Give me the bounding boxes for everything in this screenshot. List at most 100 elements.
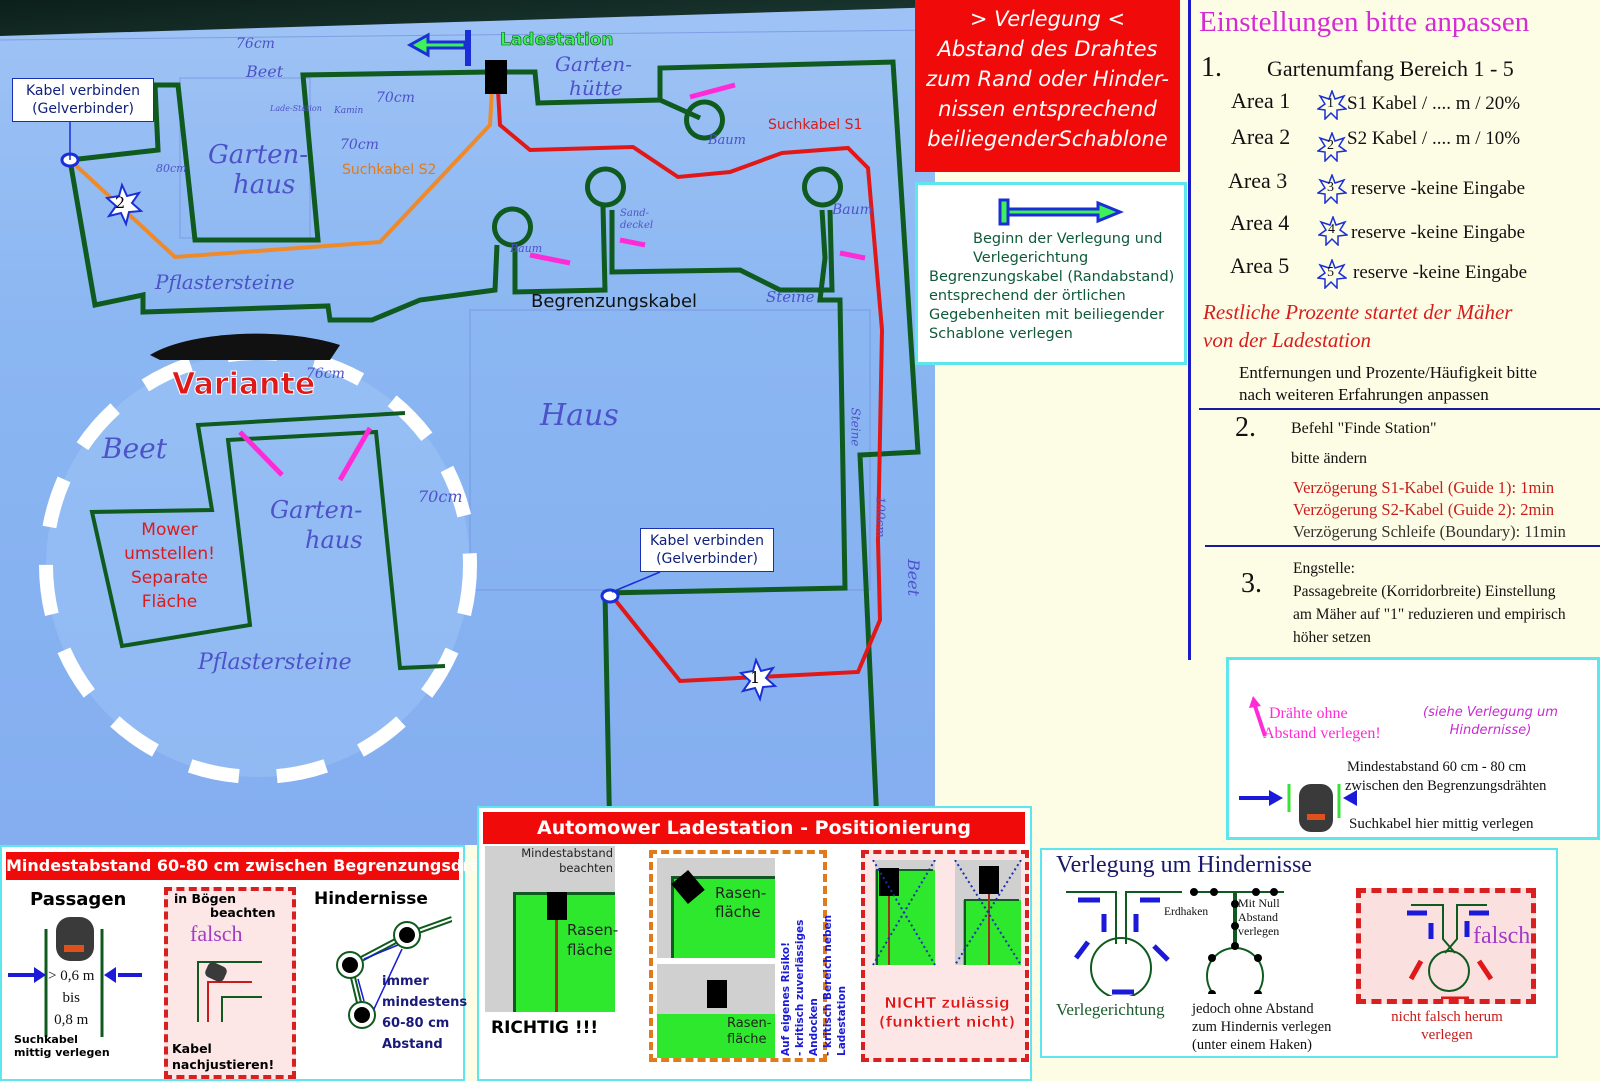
legend-line: Gegebenheiten mit beiliegender	[929, 307, 1165, 323]
area-text: S1 Kabel / .... m / 20%	[1347, 93, 1521, 114]
suchkabel-s1-label: Suchkabel S1	[768, 117, 863, 133]
section-divider	[1205, 545, 1600, 547]
note-line: Fläche	[141, 592, 198, 612]
lawn-area	[657, 1014, 775, 1058]
hook-note: jedoch ohne Abstand zum Hindernis verleg…	[1192, 1000, 1331, 1054]
note-line: fläche	[715, 903, 761, 921]
kabel-adjust-note: Kabel nachjustieren!	[172, 1041, 274, 1073]
area-star-icon	[1318, 216, 1348, 246]
hand-line: haus	[305, 526, 363, 554]
richtig-label: RICHTIG !!!	[491, 1018, 599, 1038]
area-star-icon	[1317, 132, 1347, 162]
charging-station-icon	[707, 980, 727, 1008]
delay-loop: Verzögerung Schleife (Boundary): 11min	[1293, 522, 1566, 541]
note-line: beachten	[210, 905, 276, 920]
see-obstacles-note: (siehe Verlegung um Hindernisse)	[1423, 704, 1558, 740]
remaining-percent-note: Restliche Prozente startet der Mäher von…	[1203, 298, 1512, 354]
tree-loop-3	[802, 166, 843, 208]
callout-line: (Gelverbinder)	[32, 101, 134, 117]
area-text: reserve -keine Eingabe	[1351, 178, 1526, 199]
section-3-text: Engstelle: Passagebreite (Korridorbreite…	[1293, 557, 1566, 649]
erdhaken-label: Erdhaken	[1164, 906, 1209, 918]
area-text: S2 Kabel / .... m / 10%	[1347, 128, 1521, 149]
area-star-number: 2	[1327, 138, 1334, 153]
risk-text-rot: Auf eigenes Risiko! - kritisch zuverläss…	[779, 860, 849, 1056]
verlegung-line: zum Rand oder Hinder-	[926, 67, 1169, 91]
hand-pflastersteine: Pflastersteine	[155, 270, 295, 294]
hand-70cm-b: 70cm	[340, 137, 379, 153]
section-3-line: Passagebreite (Korridorbreite) Einstellu…	[1293, 583, 1556, 600]
charging-station-icon	[547, 892, 567, 920]
not-allowed-label: NICHT zulässig (funktiert nicht)	[869, 994, 1025, 1032]
variante-dark-arc	[150, 333, 340, 360]
hand-variante-beet: Beet	[102, 432, 167, 465]
hand-sanddeckel: Sand- deckel	[620, 208, 653, 232]
legend-line: Verlegerichtung	[973, 250, 1089, 266]
note-line: verlegen	[1238, 924, 1280, 938]
tree-loop-4	[684, 99, 725, 141]
area-label: Area 2	[1231, 124, 1291, 149]
area-label: Area 1	[1231, 88, 1291, 113]
note-line: mittig verlegen	[14, 1046, 110, 1059]
passage-diagram-icon	[8, 917, 142, 1037]
rasen-label: Rasen- fläche	[727, 1016, 771, 1048]
measure-line: bis	[62, 990, 80, 1006]
hand-kamin: Kamin	[334, 106, 364, 116]
section-3-line: höher setzen	[1293, 629, 1371, 646]
adjust-note: Entfernungen und Prozente/Häufigkeit bit…	[1239, 362, 1537, 406]
guide-wire	[555, 920, 558, 1012]
no-distance-note: Drähte ohne Abstand verlegen!	[1263, 704, 1381, 744]
hand-beet-side: Beet	[904, 558, 924, 597]
risk-box: Rasen- fläche Rasen- fläche Auf eigenes …	[649, 850, 848, 1062]
hand-variante-70cm: 70cm	[418, 487, 463, 506]
area-star-icon	[1317, 90, 1347, 120]
guide-center-note: Suchkabel hier mittig verlegen	[1349, 816, 1534, 832]
zero-distance-diagram	[1190, 888, 1284, 994]
hand-line: hütte	[569, 76, 623, 100]
note-line: Rasen-	[727, 1016, 772, 1031]
note-line: Rasen-	[567, 921, 619, 939]
note-line: Abstand verlegen!	[1263, 725, 1381, 742]
hindernisse-heading: Hindernisse	[314, 889, 428, 909]
min-distance-info-box: Drähte ohne Abstand verlegen! (siehe Ver…	[1226, 657, 1600, 840]
note-line: (siehe Verlegung um	[1423, 705, 1558, 720]
note-line: beachten	[559, 861, 613, 875]
station-position-panel: Automower Ladestation - Positionierung M…	[477, 806, 1032, 1081]
tree-loop-1	[492, 206, 533, 248]
hand-variante-76cm: 76cm	[306, 366, 345, 382]
hand-baum: Baum	[510, 242, 543, 255]
obstacle-distance-note: immer mindestens 60-80 cm Abstand	[382, 971, 467, 1055]
area-star-number: 5	[1327, 265, 1334, 280]
callout-line: Kabel verbinden	[649, 533, 765, 549]
risk-line: - kritisch zuverlässiges Andocken	[794, 919, 820, 1056]
note-line: fläche	[567, 941, 613, 959]
note-line: Mower	[141, 520, 198, 540]
hand-70cm-a: 70cm	[376, 90, 415, 106]
note-line: jedoch ohne Abstand	[1192, 1001, 1314, 1017]
measure-line: > 0,6 m	[48, 968, 95, 984]
area-label: Area 3	[1228, 168, 1288, 193]
callout-line: (Gelverbinder)	[656, 551, 758, 567]
note-line: in Bögen	[174, 891, 236, 906]
min-distance-panel: Mindestabstand 60-80 cm zwischen Begrenz…	[0, 845, 522, 1081]
begrenzungskabel-label: Begrenzungskabel	[531, 291, 698, 312]
verlegung-line: beiliegenderSchablone	[927, 127, 1168, 151]
zero-distance-note: Mit Null Abstand verlegen	[1238, 896, 1280, 938]
note-line: (funktiert nicht)	[878, 1013, 1016, 1032]
routing-direction-label: Verlegerichtung	[1056, 1000, 1165, 1019]
note-line: mindestens	[382, 995, 468, 1010]
delay-s1: Verzögerung S1-Kabel (Guide 1): 1min	[1293, 478, 1555, 497]
note-line: Separate	[131, 568, 208, 588]
hand-haus: Haus	[540, 398, 619, 433]
start-direction-legend-icon	[998, 198, 1124, 226]
variante-boundary	[89, 411, 446, 671]
note-line: nach weiteren Erfahrungen anpassen	[1239, 385, 1489, 404]
note-line: Mindestabstand 60 cm - 80 cm	[1347, 759, 1527, 775]
wrong-routing-note: nicht falsch herum verlegen	[1362, 1008, 1532, 1044]
legend-line: Begrenzungskabel (Randabstand)	[929, 269, 1175, 285]
variante-title: Variante	[171, 367, 316, 403]
note-line: Entfernungen und Prozente/Häufigkeit bit…	[1239, 363, 1537, 382]
area-star-number: 3	[1327, 180, 1334, 195]
sketch-overlay	[0, 29, 935, 845]
note-line: Hindernisse)	[1449, 723, 1532, 738]
